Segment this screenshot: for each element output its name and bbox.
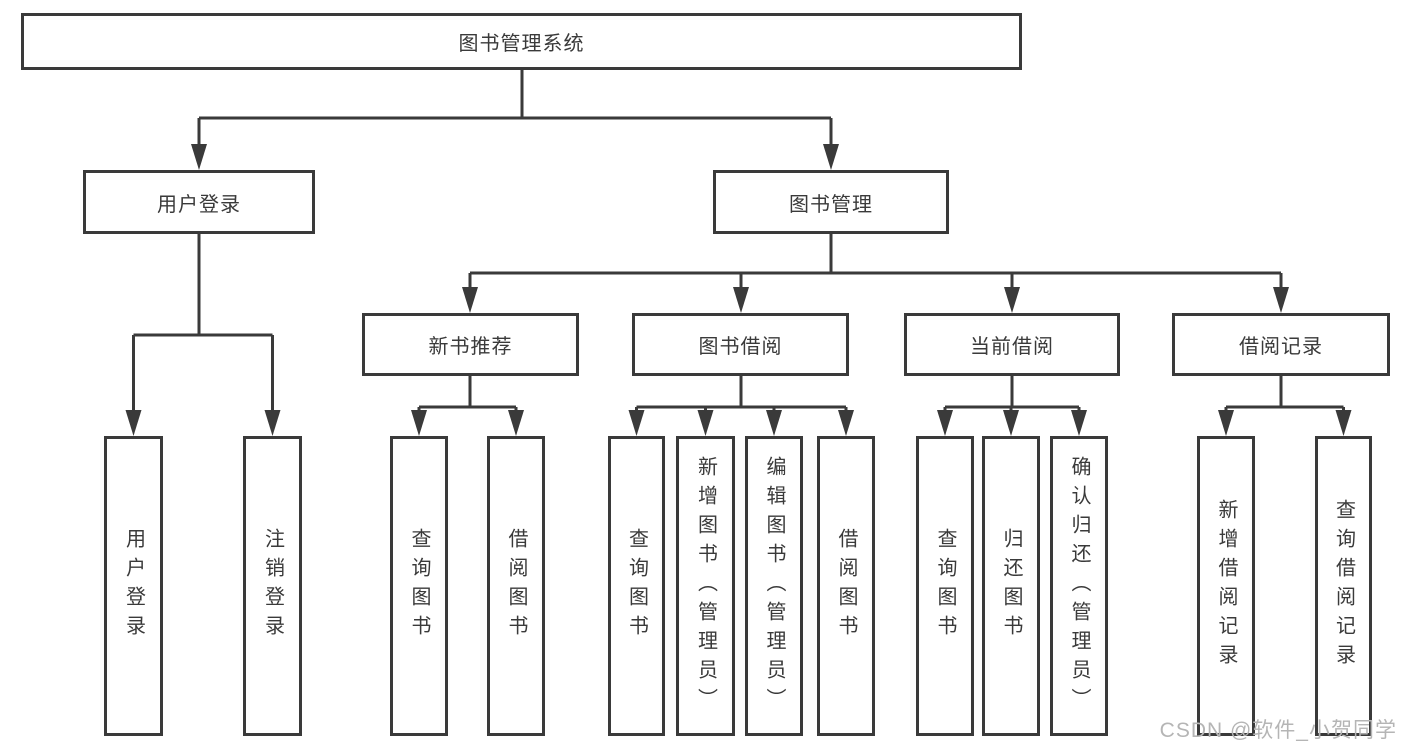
node-new-book-recommend: 新书推荐 [362,313,579,376]
watermark: CSDN @软件_小贺同学 [1159,719,1397,742]
node-label: 用户登录 [157,193,241,216]
node-label: 用户登录 [122,528,145,644]
node-borrow-records: 借阅记录 [1172,313,1390,376]
leaf-add-borrow-record: 新增借阅记录 [1197,436,1255,736]
node-label: 查询图书 [625,528,648,644]
node-label: 注销登录 [261,528,284,644]
node-label: 归还图书 [1000,528,1022,644]
node-label: 借阅记录 [1239,336,1323,358]
node-label: 新增图书（管理员） [694,455,717,717]
leaf-add-books-admin: 新增图书（管理员） [676,436,735,736]
node-label: 图书借阅 [698,336,783,358]
node-user-login: 用户登录 [83,170,315,234]
node-book-borrow: 图书借阅 [632,313,849,376]
leaf-current-query-books: 查询图书 [916,436,974,736]
node-label: 图书管理 [789,193,873,216]
leaf-return-books: 归还图书 [982,436,1040,736]
node-library-management-system: 图书管理系统 [21,13,1022,70]
node-label: 借阅图书 [505,528,527,644]
leaf-user-login: 用户登录 [104,436,163,736]
node-label: 查询借阅记录 [1332,499,1355,673]
leaf-recommend-borrow-books: 借阅图书 [487,436,545,736]
node-label: 借阅图书 [835,528,857,644]
node-label: 图书管理系统 [458,33,585,55]
node-label: 编辑图书（管理员） [763,455,785,717]
leaf-logout: 注销登录 [243,436,302,736]
node-current-borrow: 当前借阅 [904,313,1120,376]
node-label: 查询图书 [934,528,956,644]
leaf-borrow-query-books: 查询图书 [608,436,665,736]
node-label: 当前借阅 [970,336,1054,358]
node-label: 确认归还（管理员） [1068,455,1090,717]
leaf-recommend-query-books: 查询图书 [390,436,448,736]
node-label: 新书推荐 [428,336,513,358]
leaf-query-borrow-record: 查询借阅记录 [1315,436,1372,736]
node-book-management: 图书管理 [713,170,949,234]
node-label: 新增借阅记录 [1215,499,1237,673]
leaf-confirm-return-admin: 确认归还（管理员） [1050,436,1108,736]
leaf-edit-books-admin: 编辑图书（管理员） [745,436,803,736]
leaf-borrow-books: 借阅图书 [817,436,875,736]
node-label: 查询图书 [408,528,430,644]
